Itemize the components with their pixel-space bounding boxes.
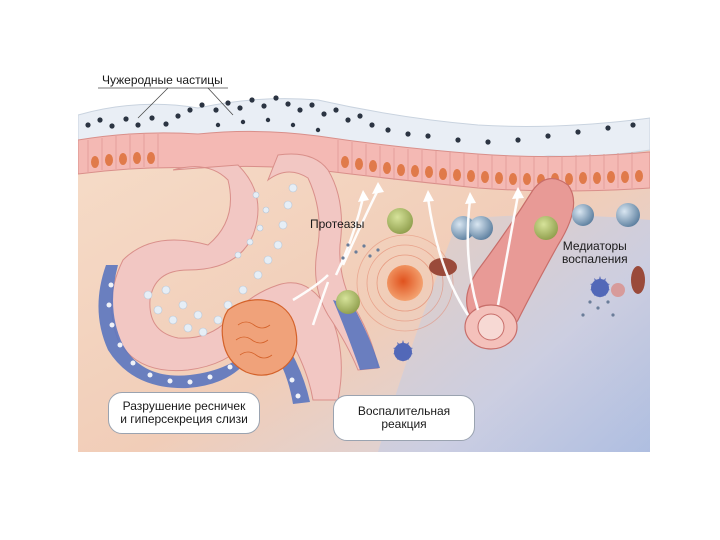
cilia-damage-box: Разрушение ресничек и гиперсекреция слиз…	[108, 392, 260, 434]
airway-inflammation-illustration: Чужеродные частицы Протеазы Медиаторы во…	[78, 70, 650, 452]
mediators-label: Медиаторы воспаления	[562, 240, 628, 266]
vessel-inner-ring	[478, 314, 504, 340]
inflammation-line2: реакция	[358, 418, 450, 431]
proteases-label: Протеазы	[310, 218, 364, 231]
foreign-particles-label: Чужеродные частицы	[102, 74, 223, 87]
cilia-damage-line2: и гиперсекреция слизи	[120, 413, 248, 426]
inflammation-box: Воспалительная реакция	[333, 395, 475, 441]
mediators-label-line2: воспаления	[562, 253, 628, 266]
